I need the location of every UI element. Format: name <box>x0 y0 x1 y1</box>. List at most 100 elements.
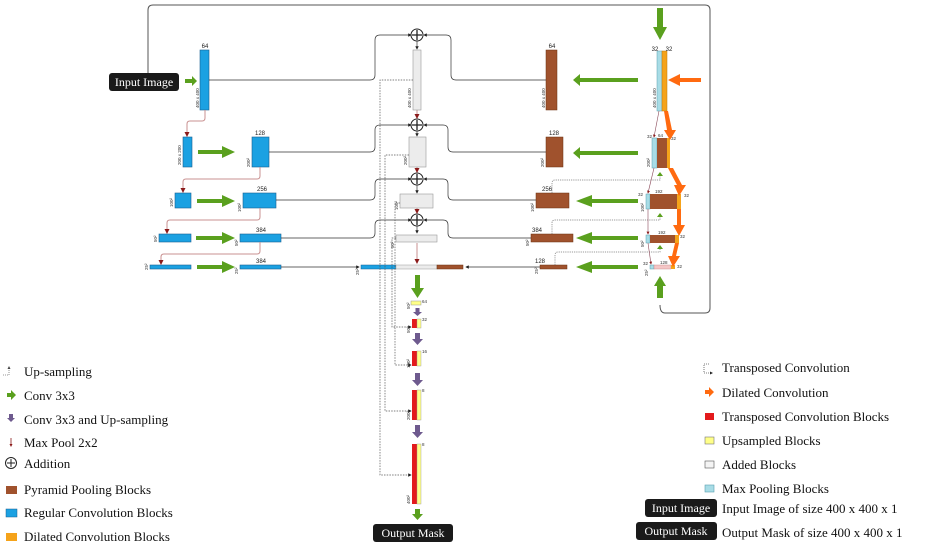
added-3-size: 100² <box>394 200 399 210</box>
svg-text:Output Mask: Output Mask <box>382 526 445 540</box>
svg-text:32: 32 <box>666 47 673 53</box>
encoder-pre-block-4 <box>158 233 192 243</box>
encoder-column: 64 400 x 400 200 x 200 128 200² 100² 256… <box>144 44 282 274</box>
legend-item-pyramid: Pyramid Pooling Blocks <box>6 482 151 497</box>
legend-item-transposed-conv: Transposed Convolution <box>703 360 850 375</box>
orange-arrow-icon <box>705 387 714 397</box>
added-2-size: 200² <box>403 155 408 165</box>
encoder-block-1 <box>199 49 210 111</box>
encoder-3-channels: 256 <box>257 187 268 193</box>
svg-text:200²: 200² <box>646 157 651 167</box>
encoder-block-4 <box>239 233 282 243</box>
legend-item-dilated-conv: Dilated Convolution <box>705 385 829 400</box>
encoder-4-channels: 384 <box>256 228 267 234</box>
encoder-block-5 <box>239 264 282 270</box>
encoder-pre-block-5 <box>149 264 192 270</box>
svg-text:25²: 25² <box>644 269 649 276</box>
dotted-arrow-icon <box>3 368 10 376</box>
svg-text:256: 256 <box>542 187 553 193</box>
decoder-1-channels: 64 <box>422 299 428 304</box>
svg-text:Transposed Convolution Blocks: Transposed Convolution Blocks <box>722 409 889 424</box>
svg-text:192: 192 <box>655 189 663 194</box>
legend-item-transposed-blocks: Transposed Convolution Blocks <box>705 409 889 424</box>
svg-text:Addition: Addition <box>24 456 71 471</box>
svg-text:Upsampled Blocks: Upsampled Blocks <box>722 433 821 448</box>
transposed-conv-lines <box>379 79 413 477</box>
conv-arrows <box>196 146 235 273</box>
pyramid-column: 64 400 x 400 128 200² 256 100² 384 50² 1… <box>525 44 663 274</box>
svg-text:32: 32 <box>684 193 690 198</box>
svg-text:64: 64 <box>549 44 556 50</box>
top-conv-arrow-icon <box>653 8 667 40</box>
pyramid-block-1 <box>545 49 558 111</box>
pyramid-block-2 <box>545 136 564 168</box>
legend-item-up-sampling: Up-sampling <box>3 364 92 379</box>
decoder-4-channels: 8 <box>422 388 425 393</box>
legend-left: Up-sampling Conv 3x3 Conv 3x3 and Up-sam… <box>3 364 173 544</box>
upconv-arrow-icon-4 <box>412 425 423 438</box>
encoder-block-3 <box>242 192 277 209</box>
svg-text:128: 128 <box>535 259 546 265</box>
bottleneck-concat-block <box>360 264 464 270</box>
svg-text:Up-sampling: Up-sampling <box>24 364 92 379</box>
added-4-size: 50² <box>390 241 395 248</box>
svg-text:100²: 100² <box>530 202 535 212</box>
added-block-1 <box>412 49 422 111</box>
added-block-2 <box>408 136 427 168</box>
svg-text:32: 32 <box>638 192 644 197</box>
encoder-5-channels: 384 <box>256 259 267 265</box>
input-image-badge: Input Image <box>109 73 179 91</box>
decoder-block-4 <box>412 389 422 421</box>
pyramid-block-4 <box>530 233 574 243</box>
legend-item-conv: Conv 3x3 <box>7 388 75 403</box>
encoder-2-size: 200² <box>246 157 251 167</box>
legend-right: Transposed Convolution Dilated Convoluti… <box>636 360 903 540</box>
encoder-pre-2-size: 200 x 200 <box>177 145 182 165</box>
dilated-input-arrow-icon <box>668 74 701 86</box>
green-arrow-icon <box>7 390 16 400</box>
dilated-conv-arrows <box>664 111 686 267</box>
added-1-size: 400 x 400 <box>407 88 412 108</box>
pyramid-conv-arrows <box>573 74 638 273</box>
svg-text:32: 32 <box>671 136 677 141</box>
svg-text:Input Image: Input Image <box>115 75 173 89</box>
svg-text:Added Blocks: Added Blocks <box>722 457 796 472</box>
svg-text:32: 32 <box>643 261 649 266</box>
svg-text:32: 32 <box>652 47 659 53</box>
svg-text:Input Image of size 400 x 400: Input Image of size 400 x 400 x 1 <box>722 501 897 516</box>
svg-text:32: 32 <box>680 234 686 239</box>
decoder-5-channels: 8 <box>422 442 425 447</box>
svg-text:Output Mask: Output Mask <box>645 524 708 538</box>
addition-nodes <box>410 28 424 227</box>
legend-item-dilated-blocks: Dilated Convolution Blocks <box>6 529 170 544</box>
skip-loop-line <box>147 4 711 314</box>
decoder-5-size: 400² <box>406 494 411 504</box>
svg-text:Transposed Convolution: Transposed Convolution <box>722 360 850 375</box>
svg-text:50²: 50² <box>640 240 645 247</box>
legend-item-added: Added Blocks <box>704 457 796 472</box>
encoder-1-channels: 64 <box>202 44 209 50</box>
svg-text:400 x 400: 400 x 400 <box>541 88 546 108</box>
blue-square-icon <box>5 508 18 518</box>
legend-item-max-pool-blocks: Max Pooling Blocks <box>704 481 829 496</box>
svg-text:Dilated Convolution Blocks: Dilated Convolution Blocks <box>24 529 170 544</box>
encoder-pre-4-size: 50² <box>153 235 158 242</box>
addition-node-4 <box>410 213 424 227</box>
added-5-size: 25² <box>355 268 360 275</box>
encoder-3-size: 100² <box>237 202 242 212</box>
svg-text:200²: 200² <box>540 157 545 167</box>
decoder-2-channels: 32 <box>422 317 428 322</box>
encoder-5-size: 25² <box>234 267 239 274</box>
orange-square-icon <box>6 533 17 541</box>
legend-item-addition: Addition <box>5 456 71 471</box>
decoder-conv-arrow-icon <box>411 275 424 298</box>
svg-text:50²: 50² <box>525 239 530 246</box>
input-conv-arrow-icon <box>185 76 197 86</box>
decoder-4-size: 200² <box>406 410 411 420</box>
svg-text:Conv 3x3: Conv 3x3 <box>24 388 75 403</box>
decoder-block-3 <box>412 350 422 367</box>
encoder-pre-block-2 <box>182 136 193 168</box>
yellow-square-icon <box>704 436 715 445</box>
